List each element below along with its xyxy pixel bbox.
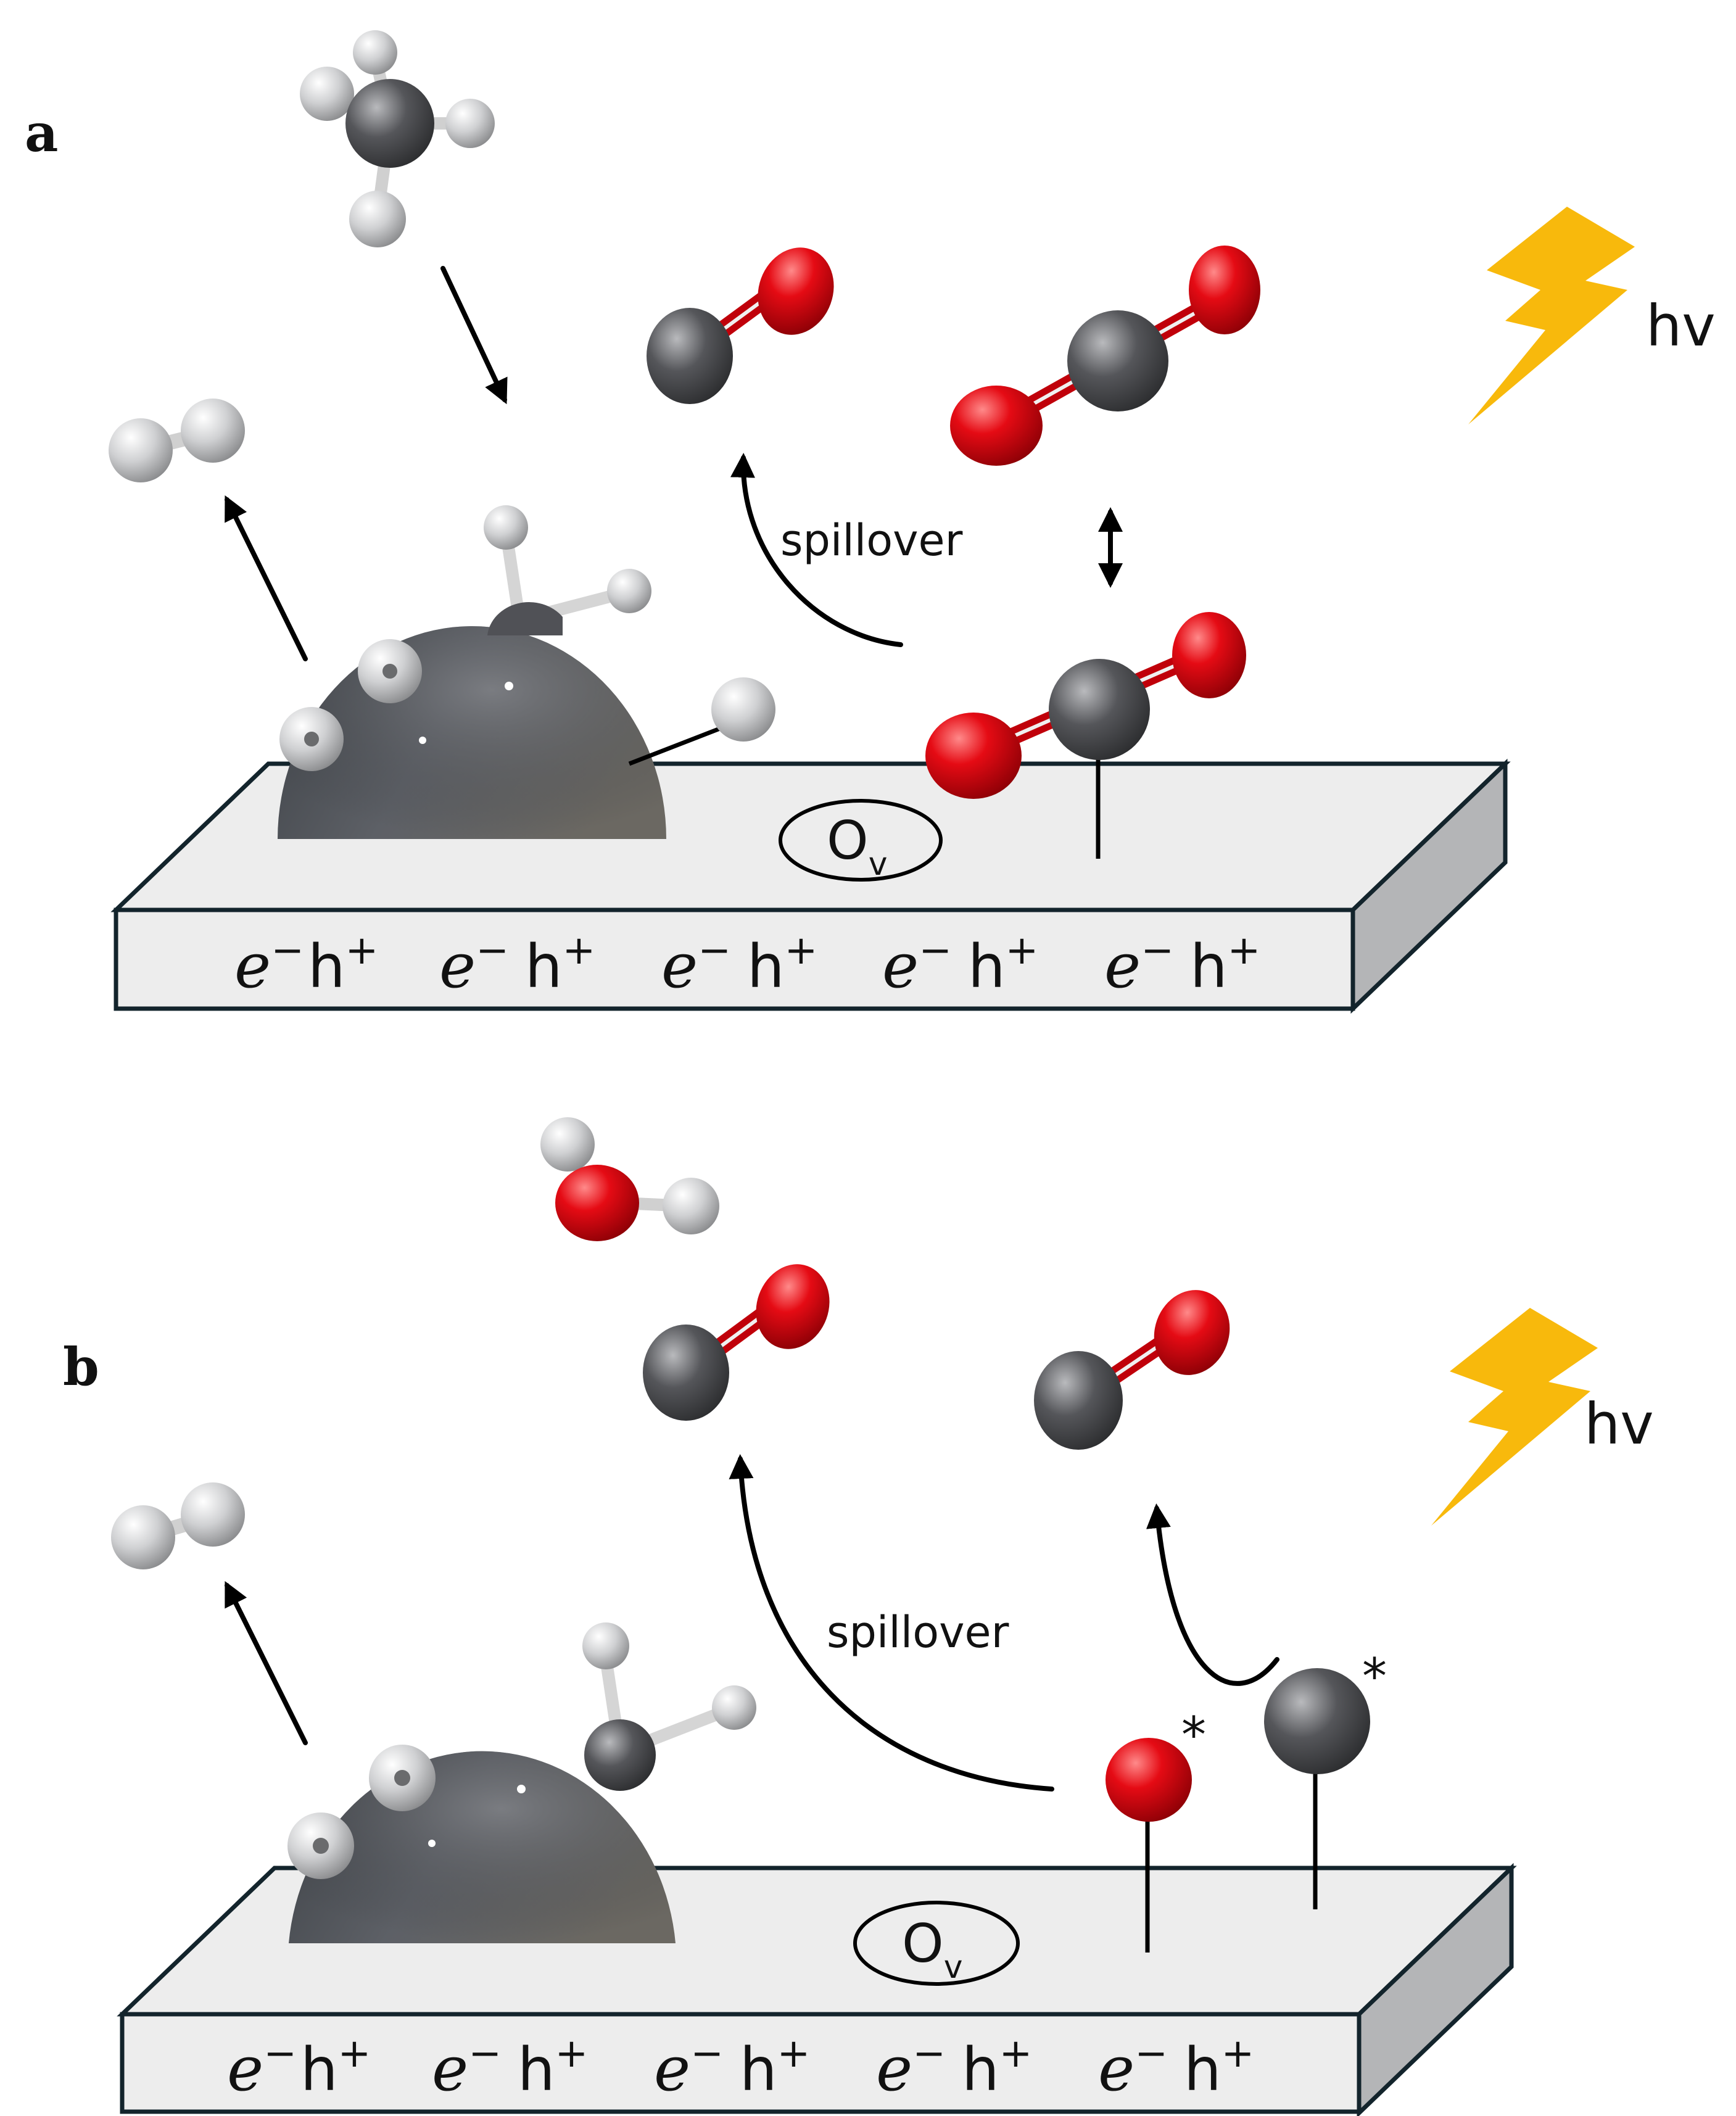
oxygen-atom	[555, 1165, 639, 1241]
hv-label-a: hv	[1646, 293, 1716, 359]
spillover-label-a: spillover	[780, 515, 963, 566]
co-molecule-a	[647, 247, 834, 404]
hydrogen-atom	[540, 1117, 595, 1172]
spillover-arrow-a	[730, 453, 903, 647]
hydrogen-atom	[445, 99, 495, 148]
carbon-atom	[1264, 1668, 1370, 1774]
hydrogen-atom	[353, 30, 397, 75]
hydrogen-atom	[181, 1482, 245, 1547]
oxygen-vacancy-a: Ov	[779, 799, 943, 883]
hv-label-b: hv	[1584, 1391, 1654, 1457]
spillover-label-b: spillover	[827, 1607, 1009, 1658]
hydrogen-atom	[109, 418, 173, 482]
charge-pair: e−h+	[1104, 928, 1260, 1002]
charge-pair: e−h+	[654, 2031, 810, 2105]
lightning-icon	[1468, 207, 1635, 424]
hydrogen-atom	[582, 1622, 629, 1669]
h2o-molecule-b	[540, 1117, 719, 1241]
charge-pair: e−h+	[432, 2031, 588, 2105]
hydrogen-atom	[181, 399, 245, 463]
lightning-icon	[1431, 1308, 1598, 1526]
slab-front-b	[120, 2012, 1362, 2114]
adsorbed-mark: *	[1362, 1648, 1387, 1705]
charge-row-a: e−h+ e−h+ e−h+ e−h+ e−h+	[234, 928, 1260, 1002]
oxygen-atom	[1154, 1290, 1230, 1375]
panel-b: b e−h+ e−h+ e−h+ e−h+ e−h+ Ov	[63, 1117, 1654, 2116]
panel-letter-b: b	[63, 1336, 99, 1397]
hydrogen-atom	[484, 505, 528, 550]
arrow-h2-release-b	[225, 1581, 308, 1745]
co2-gas-molecule-a	[950, 246, 1260, 466]
bond	[628, 721, 735, 766]
metal-nanoparticle-b	[287, 1622, 756, 1943]
charge-pair: e−h+	[876, 2031, 1032, 2105]
carbon-atom	[647, 308, 733, 404]
dome-highlight	[505, 682, 513, 690]
charge-pair: e−h+	[234, 928, 378, 1002]
spillover-arrow-b	[729, 1454, 1054, 1792]
charge-pair: e−h+	[227, 2031, 371, 2105]
carbon-atom	[1067, 310, 1168, 411]
charge-pair: e−h+	[882, 928, 1038, 1002]
hydrogen-atom	[300, 67, 354, 121]
charge-pair: e−h+	[439, 928, 595, 1002]
co-molecule-b2	[1034, 1290, 1230, 1450]
dome-highlight	[428, 1840, 436, 1847]
h2-molecule-b	[111, 1482, 245, 1569]
carbon-atom	[643, 1325, 729, 1421]
co-molecule-b1	[643, 1264, 830, 1421]
oxygen-atom	[758, 247, 834, 335]
charge-pair: e−h+	[1098, 2031, 1254, 2105]
carbon-atom	[345, 79, 434, 168]
hydrogen-atom	[607, 569, 651, 613]
carbon-atom	[1034, 1351, 1123, 1450]
svg-text:Ov: Ov	[827, 810, 887, 883]
dome-highlight	[517, 1785, 526, 1793]
oxygen-atom	[1172, 612, 1246, 698]
arrow-ch4-adsorption-a	[440, 266, 508, 405]
oxygen-atom	[950, 386, 1043, 466]
adsorbed-oxygen-b: *	[1106, 1706, 1206, 1953]
co2-adsorbed-molecule-a	[925, 612, 1246, 859]
adsorbed-mark: *	[1181, 1706, 1206, 1764]
oxygen-atom	[756, 1264, 830, 1349]
metal-nanoparticle-a	[278, 505, 775, 839]
hydrogen-atom	[111, 1505, 175, 1569]
panel-a: a e−h+ e−h+ e−h+ e−h+ e−h+ Ov	[25, 30, 1716, 1014]
ch4-molecule-a	[300, 30, 495, 247]
hydrogen-atom	[663, 1178, 719, 1234]
adsorbed-carbon-b: *	[1264, 1648, 1387, 1909]
carbon-atom	[487, 602, 563, 635]
arrow-h2-release-a	[225, 495, 308, 661]
charge-row-b: e−h+ e−h+ e−h+ e−h+ e−h+	[227, 2031, 1254, 2105]
oxygen-atom	[925, 713, 1022, 799]
slab-front-a	[114, 907, 1355, 1011]
hydrogen-atom	[349, 191, 406, 247]
oxygen-atom	[1106, 1738, 1192, 1822]
hydrogen-atom	[712, 1685, 756, 1730]
carbon-atom	[584, 1719, 656, 1791]
h2-molecule-a	[109, 399, 245, 482]
carbon-atom	[1049, 659, 1150, 760]
charge-pair: e−h+	[661, 928, 817, 1002]
oxygen-vacancy-b: Ov	[853, 1901, 1020, 1986]
oxygen-atom	[1189, 246, 1260, 334]
dome-highlight	[419, 737, 426, 744]
hydrogen-atom	[711, 677, 775, 742]
recombination-arrow-b	[1146, 1503, 1279, 1686]
panel-letter-a: a	[25, 102, 58, 163]
svg-text:Ov: Ov	[902, 1913, 962, 1986]
